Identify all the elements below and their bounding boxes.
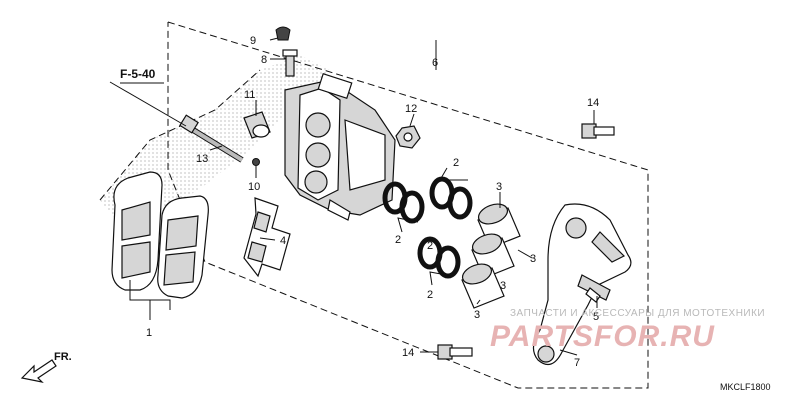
pad-spring xyxy=(243,197,291,278)
callout-1: 1 xyxy=(146,327,152,339)
leader-lines xyxy=(109,37,598,356)
watermark: ЗАПЧАСТИ И АКСЕССУАРЫ ДЛЯ МОТОТЕХНИКИ PA… xyxy=(490,308,765,353)
bleeder-cap xyxy=(275,26,291,41)
callout-4: 4 xyxy=(280,235,286,247)
caliper-assembly-outline xyxy=(167,21,649,389)
callout-3d: 3 xyxy=(474,309,480,321)
front-direction-indicator: FR. xyxy=(20,351,72,383)
callout-3b: 3 xyxy=(530,253,536,265)
callout-12: 12 xyxy=(405,103,417,115)
bolt-top xyxy=(581,123,615,139)
callout-2a: 2 xyxy=(453,157,459,169)
watermark-logo: PARTSFOR.RU xyxy=(490,320,715,353)
callout-14a: 14 xyxy=(587,97,599,109)
callout-11: 11 xyxy=(244,89,255,101)
callout-3c: 3 xyxy=(500,280,506,292)
callout-2b: 2 xyxy=(395,234,401,246)
piston-seals xyxy=(382,176,473,279)
callout-13: 13 xyxy=(196,153,208,165)
callout-9: 9 xyxy=(250,35,256,47)
front-arrow-icon xyxy=(20,359,57,383)
caliper-body xyxy=(284,73,396,221)
callout-3a: 3 xyxy=(496,181,502,193)
reference-marker: F-5-40 xyxy=(120,67,164,84)
diagram-code: MKCLF1800 xyxy=(720,382,771,392)
callout-7: 7 xyxy=(574,357,580,369)
reference-label: F-5-40 xyxy=(120,67,156,81)
bolt-bottom xyxy=(437,344,473,360)
watermark-caption: ЗАПЧАСТИ И АКСЕССУАРЫ ДЛЯ МОТОТЕХНИКИ xyxy=(510,308,765,319)
callout-6: 6 xyxy=(432,57,438,69)
front-label: FR. xyxy=(54,351,72,363)
brake-pads xyxy=(111,171,209,299)
callout-14b: 14 xyxy=(402,347,414,359)
callout-8: 8 xyxy=(261,54,267,66)
callout-10: 10 xyxy=(248,181,260,193)
callout-2d: 2 xyxy=(427,289,433,301)
bleeder-screw xyxy=(282,49,298,77)
callout-2c: 2 xyxy=(427,240,433,252)
callout-5: 5 xyxy=(593,311,599,323)
pin-plug xyxy=(252,158,260,166)
pad-pin xyxy=(179,114,244,163)
nut xyxy=(395,125,421,149)
pistons xyxy=(461,203,521,309)
callout-labels: 1 2 2 2 2 3 3 3 3 4 5 6 7 8 9 10 11 12 1… xyxy=(146,35,599,369)
